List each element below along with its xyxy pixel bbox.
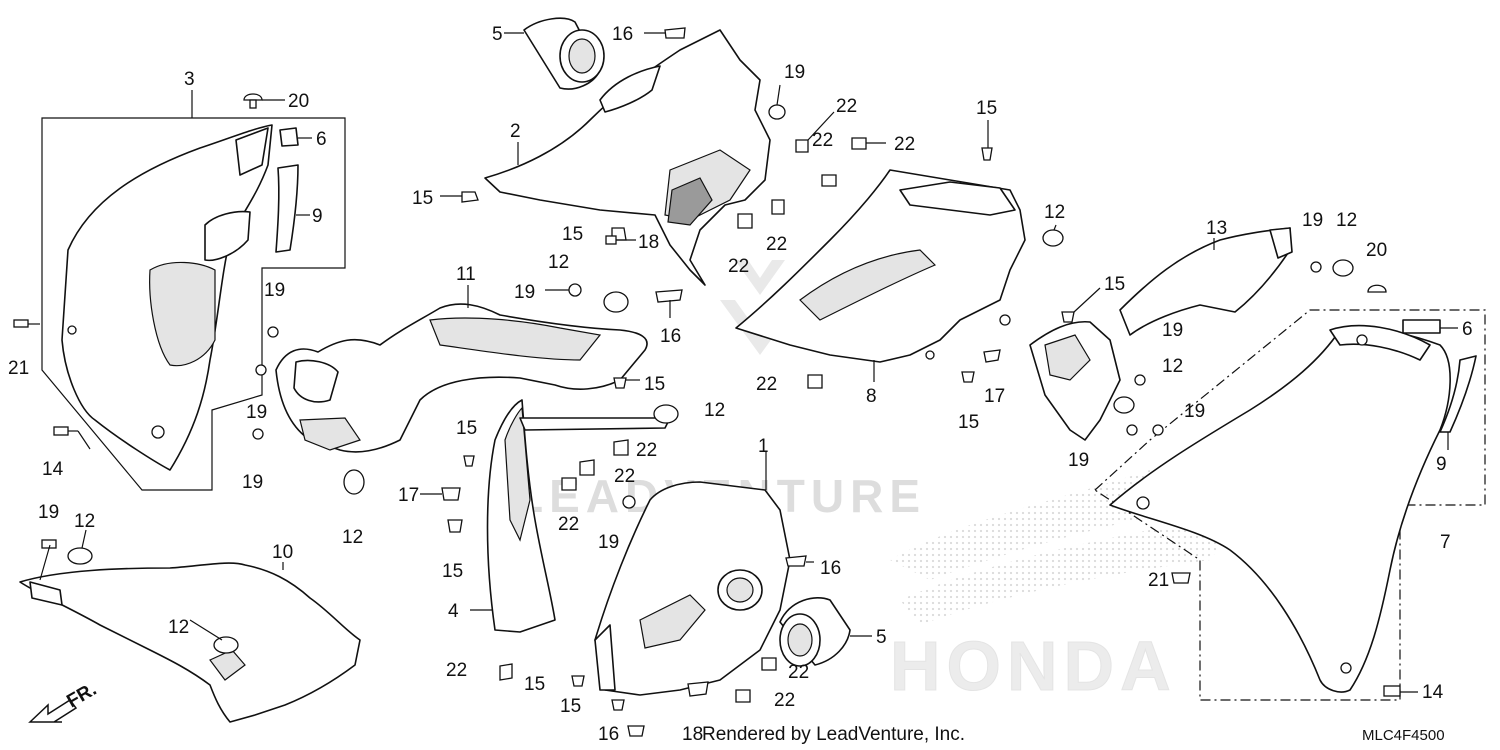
callout-15-g: 15 — [456, 418, 477, 439]
callout-12-a: 12 — [548, 252, 569, 273]
callout-5-top: 5 — [492, 24, 503, 45]
callout-16-top: 16 — [612, 24, 633, 45]
callout-3: 3 — [184, 69, 195, 90]
callout-labels: 1 2 3 4 5 5 6 6 7 8 9 9 10 11 12 12 12 1… — [8, 24, 1473, 745]
callout-20-right: 20 — [1366, 240, 1387, 261]
callout-2: 2 — [510, 121, 521, 142]
callout-13: 13 — [1206, 218, 1227, 239]
callout-15-c: 15 — [976, 98, 997, 119]
callout-14-left: 14 — [42, 459, 64, 480]
callout-16-center: 16 — [660, 326, 681, 347]
callout-15-i: 15 — [524, 674, 545, 695]
left-upper-cowl-part-3 — [41, 90, 346, 491]
center-cowl-part-8 — [735, 169, 1026, 382]
right-upper-cowl-part-7 — [1094, 309, 1486, 701]
upper-clip-part-16 — [644, 27, 686, 39]
callout-9-right: 9 — [1436, 454, 1447, 475]
callout-12-g: 12 — [74, 511, 95, 532]
callout-22-b: 22 — [812, 130, 833, 151]
callout-19-d: 19 — [1162, 320, 1183, 341]
callout-19-k: 19 — [38, 502, 59, 523]
callout-22-j: 22 — [446, 660, 467, 681]
callout-15-a: 15 — [412, 188, 433, 209]
callout-22-f: 22 — [756, 374, 777, 395]
callout-19-e: 19 — [1184, 401, 1205, 422]
front-direction-arrow: FR. — [28, 679, 100, 723]
callout-19-g: 19 — [264, 280, 285, 301]
callout-12-h: 12 — [168, 617, 189, 638]
callout-17-right: 17 — [984, 386, 1005, 407]
callout-16-right: 16 — [820, 558, 841, 579]
lower-inner-duct-panel-part-1 — [594, 452, 791, 696]
fasteners — [39, 84, 1418, 737]
callout-22-a: 22 — [836, 96, 857, 117]
diagram-code: MLC4F4500 — [1362, 727, 1445, 744]
callout-22-l: 22 — [774, 690, 795, 711]
callout-16-bottom: 16 — [598, 724, 619, 745]
callout-19-c: 19 — [1302, 210, 1323, 231]
callout-22-i: 22 — [558, 514, 579, 535]
callout-21-left: 21 — [8, 358, 29, 379]
left-trim-strip-part-9 — [275, 127, 312, 253]
callout-22-k: 22 — [788, 662, 809, 683]
callout-4: 4 — [448, 601, 459, 622]
callout-5-bottom: 5 — [876, 627, 887, 648]
callout-15-b: 15 — [562, 224, 583, 245]
callout-12-f: 12 — [342, 527, 363, 548]
callout-22-c: 22 — [894, 134, 915, 155]
callout-15-h: 15 — [442, 561, 463, 582]
lower-air-duct-part-5 — [779, 597, 872, 667]
callout-22-h: 22 — [614, 466, 635, 487]
right-inner-bracket-part-13 — [1029, 227, 1293, 441]
callout-8: 8 — [866, 386, 877, 407]
callout-12-c: 12 — [1336, 210, 1357, 231]
callout-12-b: 12 — [1044, 202, 1065, 223]
callout-15-f: 15 — [644, 374, 665, 395]
rendered-by-text: Rendered by LeadVenture, Inc. — [702, 724, 965, 745]
callout-15-j: 15 — [560, 696, 581, 717]
inner-frame-part-11 — [275, 285, 648, 453]
left-fasteners — [13, 93, 285, 450]
callout-22-d: 22 — [766, 234, 787, 255]
callout-15-d: 15 — [1104, 274, 1125, 295]
callout-6-right: 6 — [1462, 319, 1473, 340]
callout-7: 7 — [1440, 532, 1451, 553]
callout-12-d: 12 — [1162, 356, 1183, 377]
callout-19-j: 19 — [598, 532, 619, 553]
lower-left-cowl-part-10 — [19, 562, 361, 723]
callout-21-right: 21 — [1148, 570, 1169, 591]
footer: 18 Rendered by LeadVenture, Inc. MLC4F45… — [682, 724, 1445, 745]
callout-19-b: 19 — [784, 62, 805, 83]
callout-19-f: 19 — [1068, 450, 1089, 471]
callout-19-h: 19 — [246, 402, 267, 423]
callout-18: 18 — [638, 232, 659, 253]
callout-14-right: 14 — [1422, 682, 1444, 703]
callout-12-e: 12 — [704, 400, 725, 421]
inner-upper-panel-part-2 — [484, 29, 771, 286]
callout-22-g: 22 — [636, 440, 657, 461]
callout-22-e: 22 — [728, 256, 749, 277]
inner-side-panel-part-4 — [470, 399, 671, 633]
callout-6-left: 6 — [316, 129, 327, 150]
callout-1: 1 — [758, 436, 769, 457]
callout-10: 10 — [272, 542, 293, 563]
upper-air-duct-part-5 — [504, 17, 605, 90]
callout-19-a: 19 — [514, 282, 535, 303]
callout-9-left: 9 — [312, 206, 323, 227]
callout-15-e: 15 — [958, 412, 979, 433]
callout-20-left: 20 — [288, 91, 309, 112]
callout-17-left: 17 — [398, 485, 419, 506]
callout-19-i: 19 — [242, 472, 263, 493]
callout-11: 11 — [456, 264, 476, 285]
footer-prefix: 18 — [682, 724, 703, 745]
honda-watermark-text: HONDA — [890, 627, 1177, 705]
right-trim-strip-part-9 — [1402, 319, 1477, 450]
